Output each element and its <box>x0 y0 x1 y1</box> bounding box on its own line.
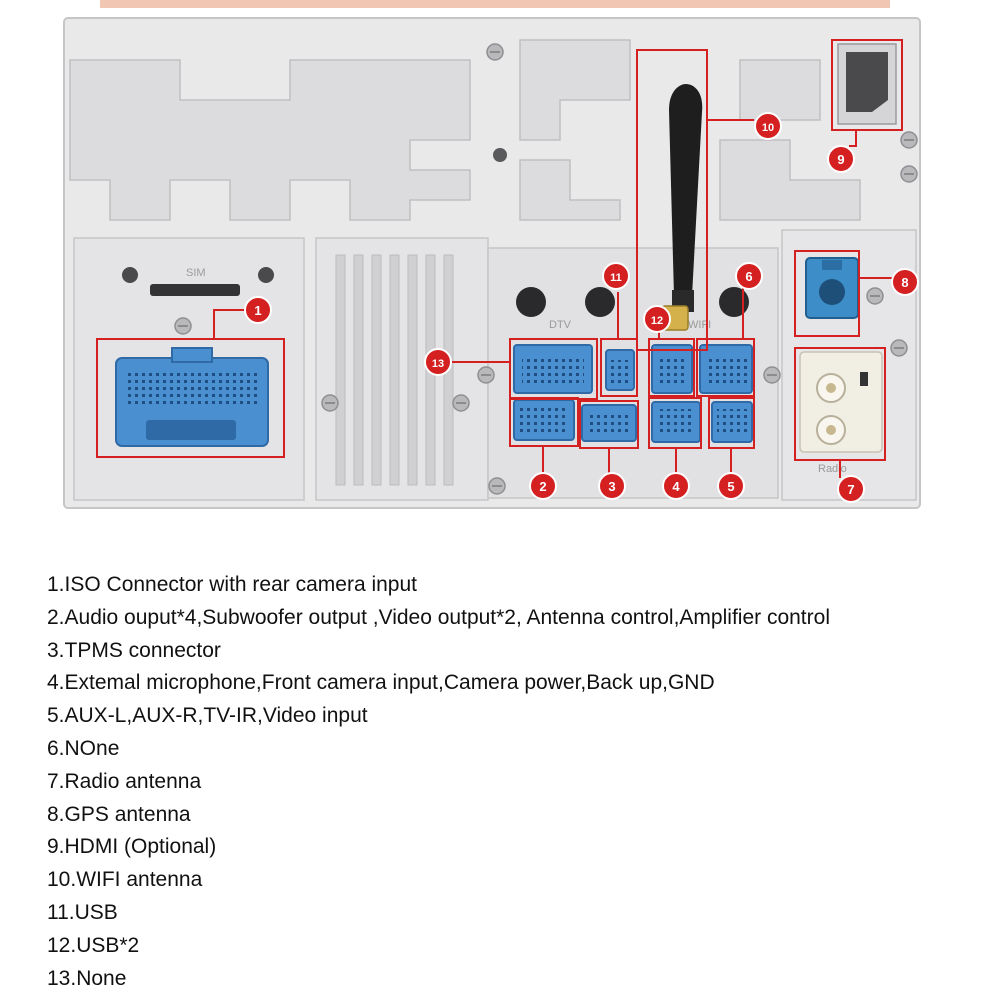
svg-text:2: 2 <box>539 479 546 494</box>
svg-text:9: 9 <box>837 152 844 167</box>
svg-text:12: 12 <box>651 315 663 327</box>
svg-text:13: 13 <box>432 358 444 370</box>
callout-4: 4 <box>662 472 690 500</box>
callout-6: 6 <box>735 262 763 290</box>
legend-item: 1.ISO Connector with rear camera input <box>47 573 418 596</box>
port-legend: 1.ISO Connector with rear camera input 2… <box>47 569 830 995</box>
svg-text:11: 11 <box>610 272 622 284</box>
dtv-label: DTV <box>549 319 572 331</box>
legend-item: 3.TPMS connector <box>47 638 221 662</box>
callout-10: 10 <box>754 112 782 140</box>
legend-item: 4.Extemal microphone,Front camera input,… <box>47 671 715 695</box>
wifi-label: WIFI <box>688 319 711 331</box>
callout-7: 7 <box>837 475 865 503</box>
legend-item: 6.NOne <box>47 736 120 760</box>
callout-badges: 1 2 3 4 5 6 7 8 9 10 11 12 13 <box>244 112 919 503</box>
legend-item: 13.None <box>47 966 127 990</box>
radio-label: Radio <box>818 463 847 475</box>
callout-12: 12 <box>643 305 671 333</box>
wifi-antenna <box>661 84 703 331</box>
legend-item: 5.AUX-L,AUX-R,TV-IR,Video input <box>47 704 368 728</box>
callout-lines <box>96 39 903 478</box>
callout-5: 5 <box>717 472 745 500</box>
gps-antenna-socket <box>805 257 859 319</box>
legend-item: 11.USB <box>47 900 118 924</box>
radio-antenna-socket <box>799 351 883 453</box>
legend-item: 8.GPS antenna <box>47 802 191 826</box>
legend-item: 2.Audio ouput*4,Subwoofer output ,Video … <box>47 605 830 629</box>
svg-text:10: 10 <box>762 122 774 134</box>
wire-connectors <box>513 344 753 443</box>
svg-text:8: 8 <box>901 275 908 290</box>
legend-item: 9.HDMI (Optional) <box>47 835 217 859</box>
legend-item: 12.USB*2 <box>47 933 140 957</box>
callout-3: 3 <box>598 472 626 500</box>
svg-text:1: 1 <box>254 303 261 318</box>
svg-text:7: 7 <box>847 482 854 497</box>
legend-item: 7.Radio antenna <box>47 769 202 793</box>
svg-text:4: 4 <box>672 479 680 494</box>
callout-9: 9 <box>827 145 855 173</box>
hdmi-port <box>837 43 897 125</box>
iso-connector <box>115 347 269 447</box>
svg-text:3: 3 <box>608 479 615 494</box>
head-unit-rear-panel-photo: SIM DTV WIFI Radio <box>63 0 921 509</box>
legend-item: 10.WIFI antenna <box>47 868 203 892</box>
callout-8: 8 <box>891 268 919 296</box>
callout-13: 13 <box>424 348 452 376</box>
callout-1: 1 <box>244 296 272 324</box>
sim-label: SIM <box>186 267 206 279</box>
svg-text:6: 6 <box>745 269 752 284</box>
callout-2: 2 <box>529 472 557 500</box>
callout-11: 11 <box>602 262 630 290</box>
svg-text:5: 5 <box>727 479 734 494</box>
